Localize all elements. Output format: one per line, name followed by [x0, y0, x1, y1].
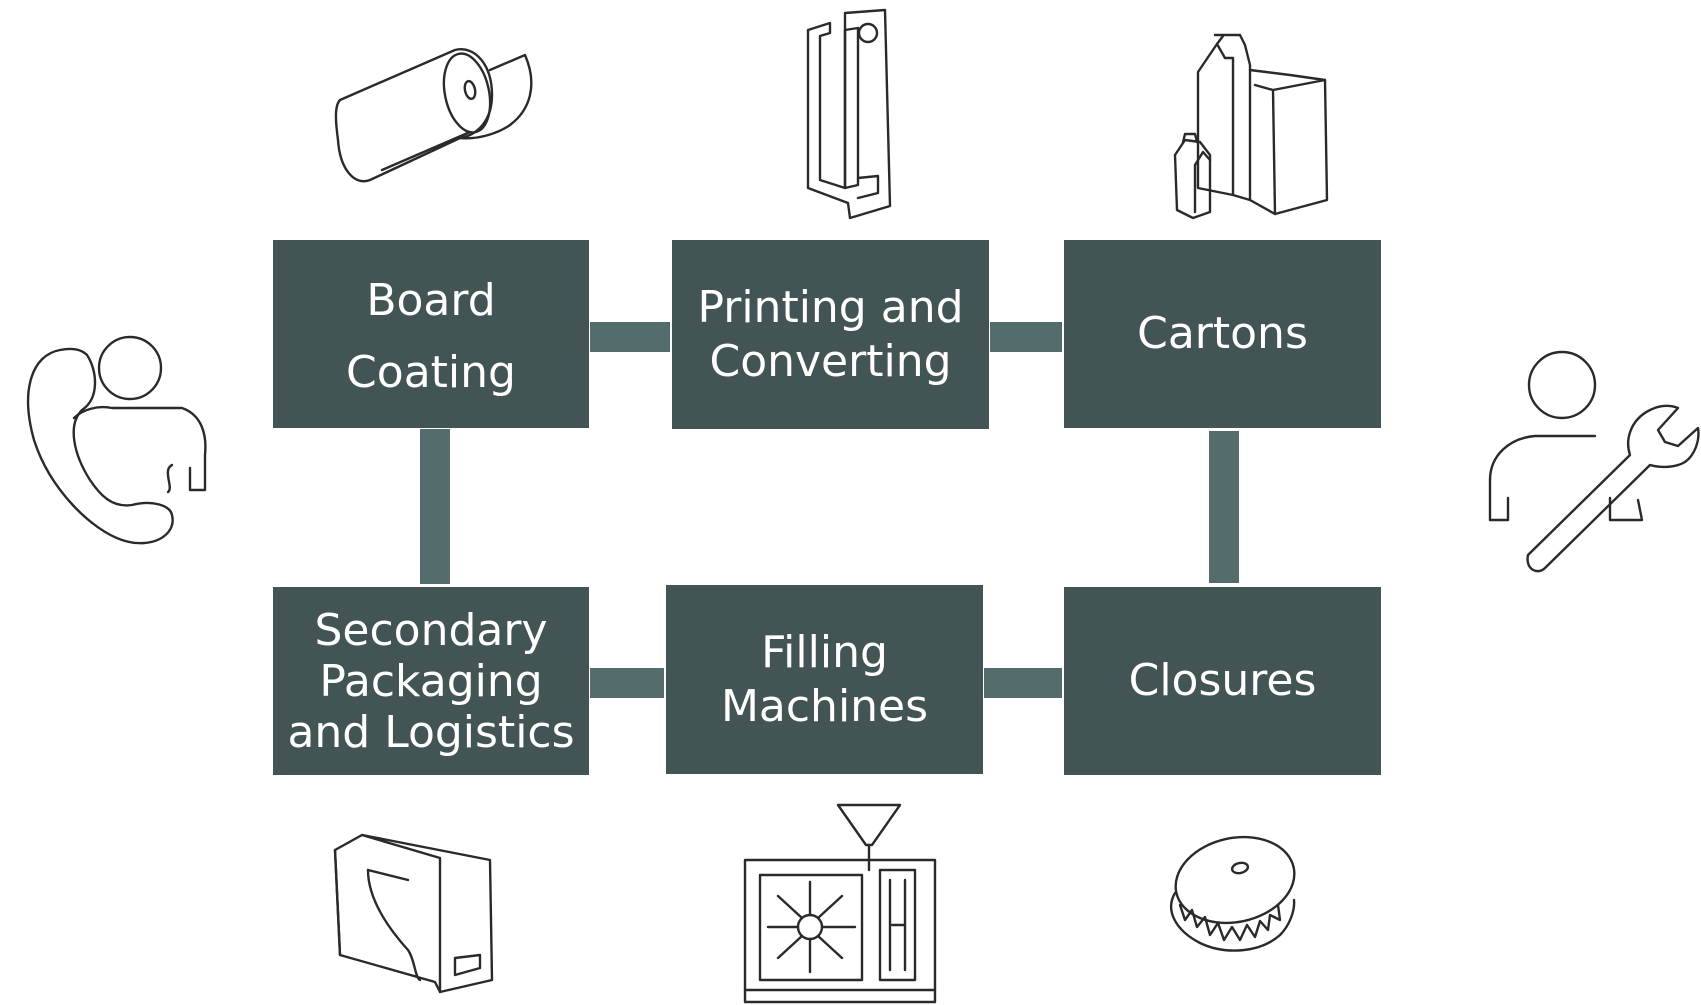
node-filling-machines: Filling Machines [666, 585, 983, 774]
node-label-line: Board [366, 275, 496, 326]
node-label-line: Cartons [1137, 308, 1308, 359]
node-printing-converting: Printing and Converting [672, 240, 989, 429]
shipping-box-icon [333, 833, 494, 994]
node-label-line: Secondary [314, 604, 548, 656]
node-board-coating: Board Coating [273, 240, 589, 428]
node-label-line: Packaging [319, 655, 543, 707]
node-cartons: Cartons [1064, 240, 1381, 428]
connector-board-to-printing [590, 322, 670, 352]
node-label-line: Machines [720, 680, 929, 732]
node-label-line: Closures [1128, 655, 1317, 706]
node-label-line: Printing and [697, 281, 964, 333]
node-label-line: Filling [761, 626, 888, 678]
screw-cap-icon [1170, 835, 1296, 952]
node-label-line: Converting [709, 335, 952, 387]
node-secondary-packaging: Secondary Packaging and Logistics [273, 587, 589, 775]
filling-machine-icon [743, 803, 937, 1004]
node-label-line: Coating [346, 347, 516, 398]
connector-printing-to-cartons [990, 322, 1062, 352]
connector-secondary-to-filling [590, 668, 664, 698]
node-closures: Closures [1064, 587, 1381, 775]
carton-blank-icon [806, 8, 892, 220]
connector-board-to-secondary [420, 429, 450, 584]
connector-filling-to-closures [984, 668, 1062, 698]
technical-service-icon [1488, 350, 1700, 573]
paperboard-roll-icon [334, 48, 533, 183]
cartons-icon [1173, 33, 1329, 220]
node-label-line: and Logistics [287, 706, 575, 758]
connector-cartons-to-closures [1209, 431, 1239, 583]
customer-support-icon [26, 335, 207, 545]
